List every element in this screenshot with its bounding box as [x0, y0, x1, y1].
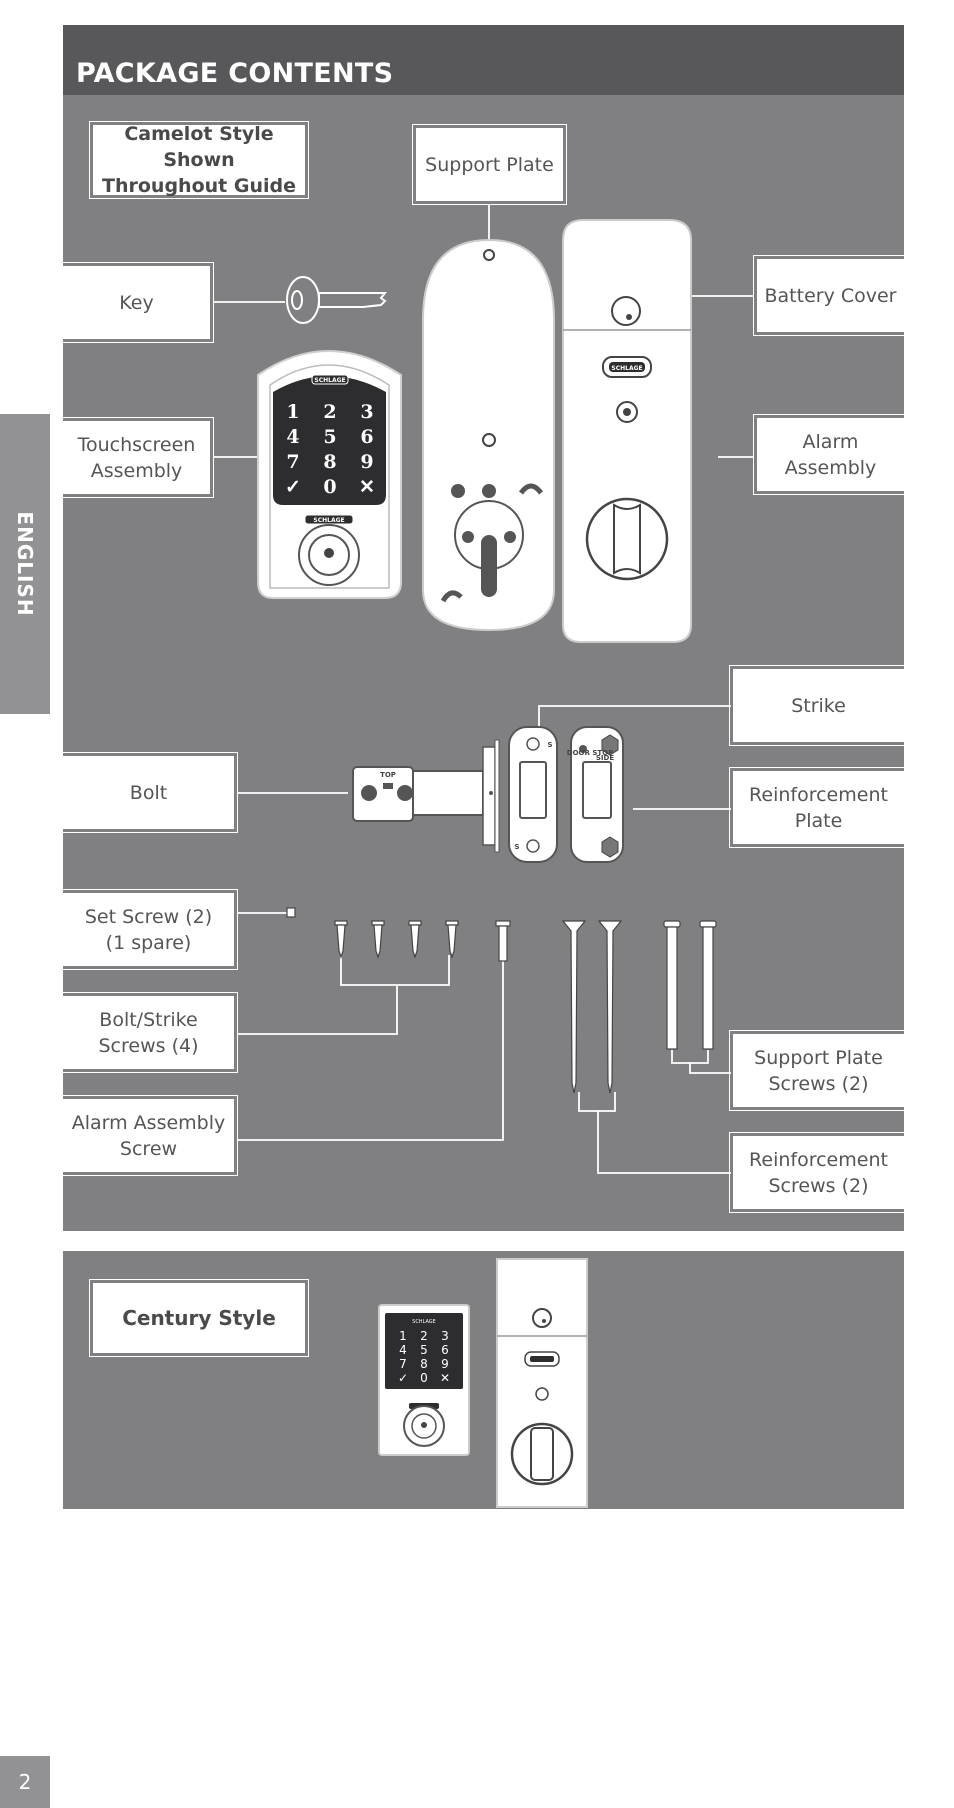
side-mark: SIDE — [596, 754, 614, 762]
bolt-top-mark: TOP — [380, 771, 396, 779]
strike-s-mark: S — [514, 843, 519, 851]
keypad-key: 7 — [286, 451, 299, 473]
keypad-key: 8 — [323, 451, 336, 473]
keypad-key: 2 — [323, 401, 336, 423]
screws-illustration — [286, 907, 717, 1094]
keypad-key: 0 — [420, 1371, 428, 1385]
bolt-strike-screws-label: Bolt/Strike Screws (4) — [59, 992, 238, 1073]
keypad-key: ✕ — [440, 1371, 450, 1385]
reinforcement-screw-2 — [597, 920, 623, 1094]
keypad-key: 3 — [360, 401, 373, 423]
reinforcement-screws-label: Reinforcement Screws (2) — [729, 1132, 908, 1213]
strike-label: Strike — [729, 665, 908, 746]
reinforcement-screw-1 — [561, 920, 587, 1094]
bolt-strike-screw-1 — [334, 920, 348, 959]
bolt-strike-screw-3 — [408, 920, 422, 959]
language-tab-label: ENGLISH — [13, 511, 37, 617]
keypad-key: 9 — [441, 1357, 449, 1371]
touchscreen-keypad: 1 2 3 4 5 6 7 8 9 ✓ 0 ✕ — [285, 401, 375, 498]
page-number: 2 — [0, 1756, 50, 1808]
bolt-label: Bolt — [59, 752, 238, 833]
set-screw-label: Set Screw (2) (1 spare) — [59, 889, 238, 970]
package-contents-illustration: 1 2 3 4 5 6 7 8 9 ✓ 0 ✕ SCHLAGE SCHLAGE … — [213, 205, 754, 1174]
keypad-key: 1 — [399, 1329, 407, 1343]
strike-illustration — [508, 726, 558, 863]
keypad-key: 6 — [441, 1343, 449, 1357]
alarm-assembly-screw — [495, 920, 511, 962]
century-alarm-assembly-illustration — [496, 1258, 588, 1508]
touchscreen-assembly-label: Touchscreen Assembly — [59, 417, 214, 498]
century-keypad: 1 2 3 4 5 6 7 8 9 ✓ 0 ✕ — [398, 1329, 450, 1385]
style-note-label: Camelot Style Shown Throughout Guide — [89, 121, 309, 199]
century-style-panel: 1 2 3 4 5 6 7 8 9 ✓ 0 ✕ SCHLAGE Century … — [63, 1251, 904, 1509]
brand-badge: SCHLAGE — [314, 377, 345, 384]
strike-s-mark: S — [547, 741, 552, 749]
keypad-key: 9 — [360, 451, 373, 473]
keypad-key: 7 — [399, 1357, 407, 1371]
keypad-key: 1 — [286, 401, 299, 423]
brand-badge: SCHLAGE — [313, 517, 344, 524]
keypad-key: 8 — [420, 1357, 428, 1371]
alarm-assembly-label: Alarm Assembly — [753, 414, 908, 495]
battery-cover-label: Battery Cover — [753, 255, 908, 336]
support-plate-illustration — [422, 238, 555, 632]
support-plate-screw-1 — [663, 920, 681, 1050]
keypad-key: 4 — [286, 426, 299, 448]
keypad-key: 3 — [441, 1329, 449, 1343]
reinforcement-plate-illustration — [570, 726, 624, 863]
keypad-key: 4 — [399, 1343, 407, 1357]
alarm-assembly-screw-label: Alarm Assembly Screw — [59, 1095, 238, 1176]
support-plate-label: Support Plate — [412, 124, 567, 205]
section-header: PACKAGE CONTENTS — [63, 25, 904, 95]
brand-badge: SCHLAGE — [611, 365, 642, 372]
keypad-key: ✓ — [285, 476, 301, 498]
package-contents-panel: 1 2 3 4 5 6 7 8 9 ✓ 0 ✕ SCHLAGE SCHLAGE … — [59, 95, 908, 1231]
key-label: Key — [59, 262, 214, 343]
language-tab: ENGLISH — [0, 414, 50, 714]
century-touchscreen-illustration — [378, 1304, 470, 1456]
keypad-key: 5 — [323, 426, 336, 448]
section-title: PACKAGE CONTENTS — [76, 58, 394, 89]
century-style-label: Century Style — [89, 1279, 309, 1357]
century-style-illustration: 1 2 3 4 5 6 7 8 9 ✓ 0 ✕ SCHLAGE — [378, 1258, 588, 1508]
keypad-key: ✓ — [398, 1371, 408, 1385]
reinforcement-plate-label: Reinforcement Plate — [729, 767, 908, 848]
keypad-key: 2 — [420, 1329, 428, 1343]
support-plate-screws-label: Support Plate Screws (2) — [729, 1030, 908, 1111]
alarm-assembly-illustration — [562, 219, 692, 643]
bolt-illustration — [352, 739, 500, 853]
bolt-strike-screw-4 — [445, 920, 459, 959]
key-illustration — [286, 276, 388, 324]
keypad-key: 0 — [323, 476, 336, 498]
keypad-key: 5 — [420, 1343, 428, 1357]
keypad-key: 6 — [360, 426, 373, 448]
bolt-strike-screw-2 — [371, 920, 385, 959]
touchscreen-assembly-illustration — [257, 350, 402, 599]
brand-badge: SCHLAGE — [412, 1319, 436, 1325]
support-plate-screw-2 — [699, 920, 717, 1050]
keypad-key: ✕ — [359, 476, 375, 498]
door-stop-mark: DOOR STOP — [567, 749, 613, 757]
